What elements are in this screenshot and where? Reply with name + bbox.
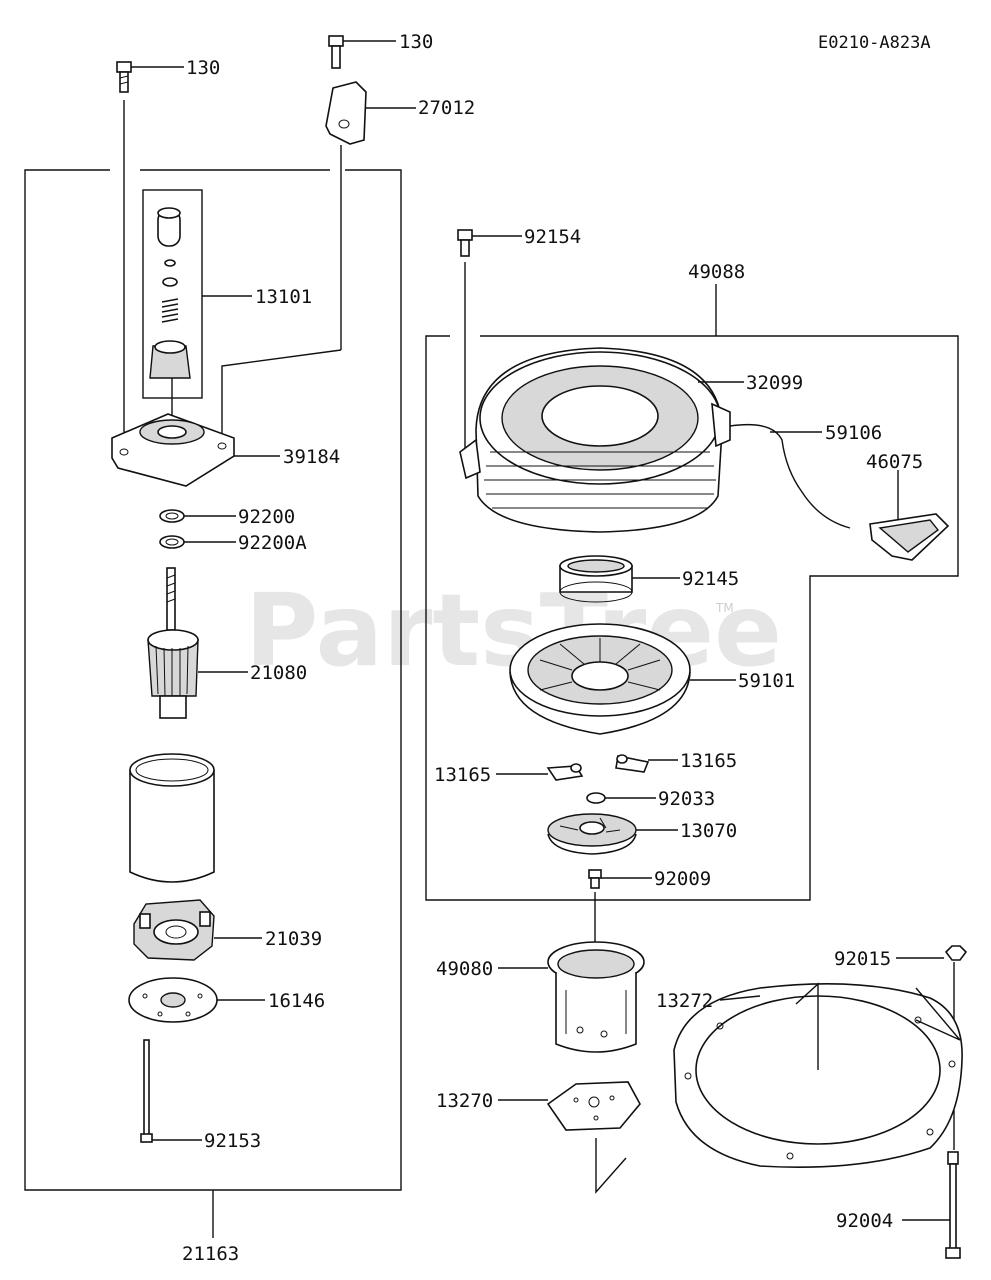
- spring-92033: [586, 792, 656, 804]
- label-13070: 13070: [680, 820, 737, 842]
- label-92154: 92154: [524, 226, 581, 248]
- label-21163: 21163: [182, 1243, 239, 1265]
- label-13101: 13101: [255, 286, 312, 308]
- yoke-housing: [129, 753, 215, 883]
- label-21080: 21080: [250, 662, 307, 684]
- cover-39184: [111, 413, 280, 487]
- bolt-130-right: [328, 35, 396, 69]
- label-49088: 49088: [688, 261, 745, 283]
- label-92009: 92009: [654, 868, 711, 890]
- ratchet-13165-right: [615, 754, 678, 773]
- guide-13070: [547, 813, 678, 855]
- label-27012: 27012: [418, 97, 475, 119]
- trademark: TM: [715, 601, 734, 615]
- pulley-49080: [498, 941, 645, 1053]
- label-21039: 21039: [265, 928, 322, 950]
- bolt-130-left: [116, 61, 184, 450]
- stud-92004: [902, 1110, 961, 1259]
- label-92015: 92015: [834, 948, 891, 970]
- plate-16146: [128, 977, 265, 1023]
- label-59101: 59101: [738, 670, 795, 692]
- label-92200: 92200: [238, 506, 295, 528]
- label-92145: 92145: [682, 568, 739, 590]
- label-59106: 59106: [825, 422, 882, 444]
- diagram-code: E0210-A823A: [818, 33, 931, 53]
- label-92033: 92033: [658, 788, 715, 810]
- armature-21080: [147, 567, 248, 719]
- label-32099: 32099: [746, 372, 803, 394]
- label-13270: 13270: [436, 1090, 493, 1112]
- label-92153: 92153: [204, 1130, 261, 1152]
- label-13165-left: 13165: [434, 764, 491, 786]
- label-13272: 13272: [656, 990, 713, 1012]
- spring-92145: [559, 555, 680, 603]
- label-92004: 92004: [836, 1210, 893, 1232]
- plate-13270: [498, 1081, 641, 1194]
- plate-13272: [673, 982, 963, 1168]
- bolt-92153: [140, 1039, 202, 1143]
- label-49080: 49080: [436, 958, 493, 980]
- label-130-right: 130: [399, 31, 433, 53]
- bracket-27012: [221, 81, 416, 452]
- washer-92200A: [159, 535, 236, 549]
- washer-92200: [159, 509, 236, 523]
- brush-holder-21039: [133, 899, 262, 961]
- reel-59101: [509, 623, 736, 735]
- rope-59106: [729, 423, 851, 529]
- gear-set-13101: [142, 189, 252, 434]
- recoil-case-32099: [459, 347, 744, 533]
- label-13165-right: 13165: [680, 750, 737, 772]
- label-92200A: 92200A: [238, 532, 307, 554]
- label-39184: 39184: [283, 446, 340, 468]
- label-130-left: 130: [186, 57, 220, 79]
- recoil-assembly-frame: [425, 284, 959, 901]
- label-46075: 46075: [866, 451, 923, 473]
- starter-assembly-frame: [24, 169, 402, 1238]
- bolt-92154: [457, 229, 522, 450]
- ratchet-13165-left: [496, 763, 584, 781]
- handle-46075: [869, 470, 950, 561]
- label-16146: 16146: [268, 990, 325, 1012]
